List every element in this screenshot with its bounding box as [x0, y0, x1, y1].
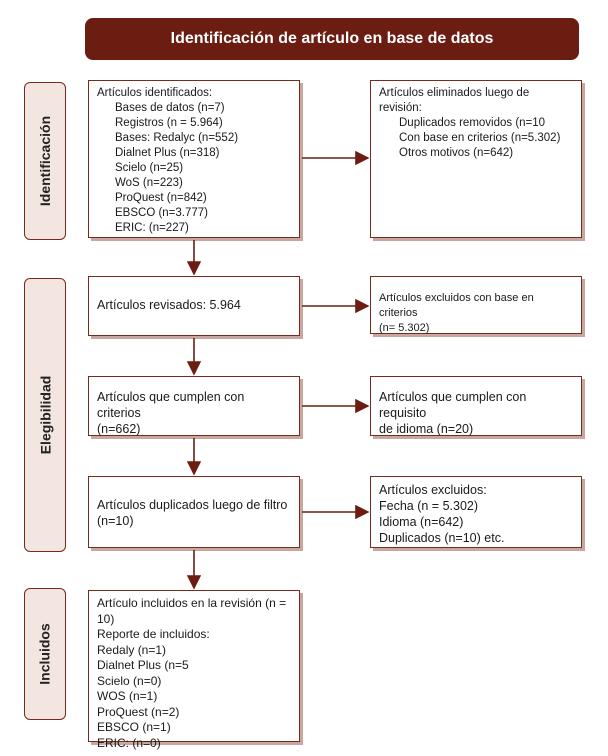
included-item: Scielo (n=0): [97, 673, 162, 688]
identified-item: Registros (n = 5.964): [115, 117, 223, 129]
excluded-item: Fecha (n = 5.302): [379, 499, 479, 513]
included-item: Dialnet Plus (n=5: [97, 658, 189, 672]
included-item: ERIC: (n=0): [97, 735, 161, 750]
included-title: Artículo incluidos en la revisión (n = 1…: [97, 596, 287, 626]
identified-item: Dialnet Plus (n=318): [115, 147, 220, 159]
box-included: Artículo incluidos en la revisión (n = 1…: [88, 590, 300, 750]
header-title: Identificación de artículo en base de da…: [170, 30, 494, 47]
identified-item: WoS (n=223): [115, 177, 183, 189]
excluded-item: Duplicados (n=10) etc.: [379, 531, 505, 545]
removed-item: Otros motivos (n=642): [399, 147, 514, 159]
box-identified: Artículos identificados: Bases de datos …: [88, 80, 300, 238]
phase-incluidos: Incluidos: [24, 588, 66, 720]
meet-criteria-line1: Artículos que cumplen con criterios: [97, 390, 245, 420]
identified-item: Scielo (n=25): [115, 162, 184, 174]
removed-item: Duplicados removidos (n=10: [399, 117, 546, 129]
phase-elegibilidad: Elegibilidad: [24, 278, 66, 552]
identified-item: EBSCO (n=3.777): [115, 207, 209, 219]
identified-item: ProQuest (n=842): [115, 192, 207, 204]
duplicated-line1: Artículos duplicados luego de filtro: [97, 498, 288, 512]
identified-title: Artículos identificados:: [97, 87, 213, 99]
excluded-title: Artículos excluidos:: [379, 483, 487, 497]
included-item: EBSCO (n=1): [97, 720, 171, 734]
removed-title: Artículos eliminados luego de revisión:: [379, 87, 530, 114]
header-banner: Identificación de artículo en base de da…: [85, 18, 579, 60]
reviewed-text: Artículos revisados: 5.964: [97, 298, 241, 312]
box-removed: Artículos eliminados luego de revisión: …: [370, 80, 582, 238]
box-duplicated: Artículos duplicados luego de filtro (n=…: [88, 476, 300, 548]
included-item: ProQuest (n=2): [97, 704, 180, 719]
included-subtitle: Reporte de incluidos:: [97, 627, 210, 641]
box-meet-criteria: Artículos que cumplen con criterios (n=6…: [88, 376, 300, 436]
removed-item: Con base en criterios (n=5.302): [399, 132, 561, 144]
meet-criteria-line2: (n=662): [97, 422, 141, 436]
identified-item: ERIC: (n=227): [115, 222, 189, 234]
language-line1: Artículos que cumplen con requisito: [379, 390, 527, 420]
included-item: WOS (n=1): [97, 689, 158, 703]
box-excluded: Artículos excluidos: Fecha (n = 5.302) I…: [370, 476, 582, 548]
identified-item: Bases de datos (n=7): [115, 102, 225, 114]
duplicated-line2: (n=10): [97, 514, 134, 528]
excluded-criteria-line2: (n= 5.302): [379, 322, 430, 334]
excluded-item: Idioma (n=642): [379, 515, 464, 529]
box-language: Artículos que cumplen con requisito de i…: [370, 376, 582, 436]
language-line2: de idioma (n=20): [379, 422, 474, 436]
phase-identificacion: Identificación: [24, 82, 66, 240]
identified-item: Bases: Redalyc (n=552): [115, 132, 239, 144]
box-excluded-criteria: Artículos excluidos con base en criterio…: [370, 276, 582, 334]
included-item: Redaly (n=1): [97, 642, 167, 657]
excluded-criteria-line1: Artículos excluidos con base en criterio…: [379, 292, 534, 319]
box-reviewed: Artículos revisados: 5.964: [88, 276, 300, 336]
